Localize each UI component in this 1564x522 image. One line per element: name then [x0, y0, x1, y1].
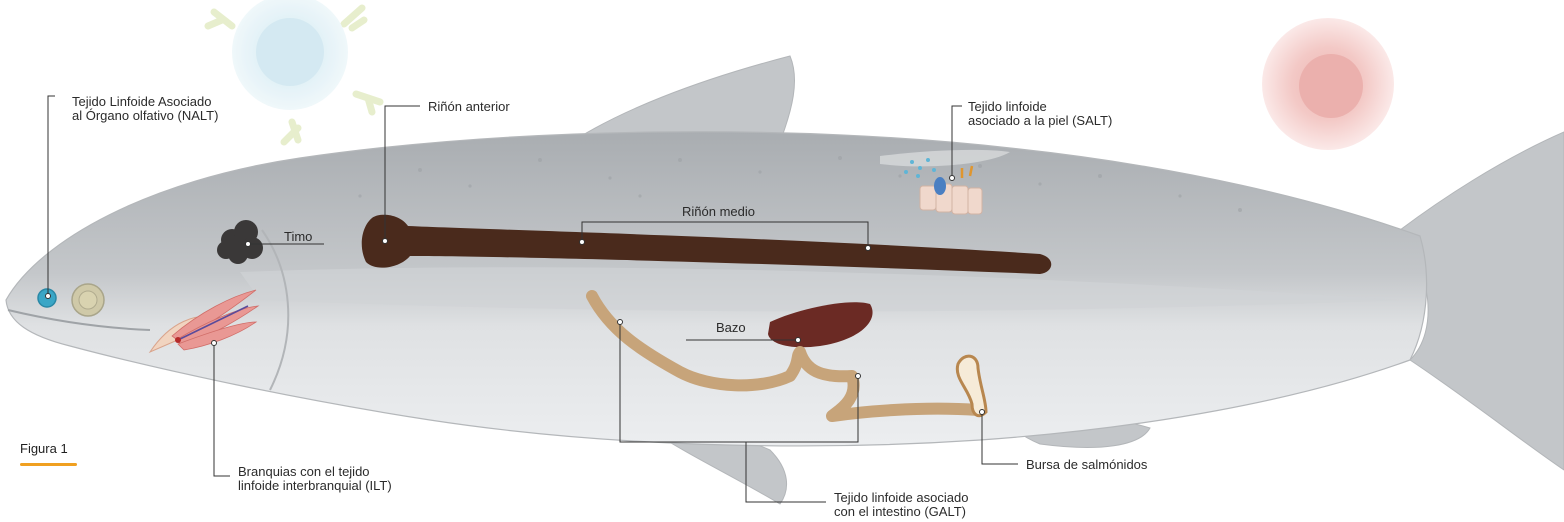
label-rinon-medio-text: Riñón medio — [682, 204, 755, 219]
label-ilt-line1: Branquias con el tejido — [238, 464, 370, 479]
dorsal-fin — [578, 56, 795, 143]
label-nalt-line2: al Órgano olfativo (NALT) — [72, 108, 218, 123]
figure-caption: Figura 1 — [20, 441, 68, 456]
label-galt-line1: Tejido linfoide asociado — [834, 490, 968, 505]
label-bursa-text: Bursa de salmónidos — [1026, 457, 1148, 472]
label-rinon-anterior-text: Riñón anterior — [428, 99, 510, 114]
label-ilt-line2: linfoide interbranquial (ILT) — [238, 478, 392, 493]
label-salt-line2: asociado a la piel (SALT) — [968, 113, 1112, 128]
lymphocyte-cell-icon — [208, 0, 380, 142]
erythrocyte-cell-icon — [1262, 18, 1394, 150]
label-timo-text: Timo — [284, 229, 312, 244]
label-nalt-line1: Tejido Linfoide Asociado — [72, 94, 212, 109]
label-galt-line2: con el intestino (GALT) — [834, 504, 966, 519]
eye — [72, 284, 104, 316]
label-bazo-text: Bazo — [716, 320, 746, 335]
label-salt-line1: Tejido linfoide — [968, 99, 1047, 114]
figure-caption-underline — [20, 463, 77, 466]
